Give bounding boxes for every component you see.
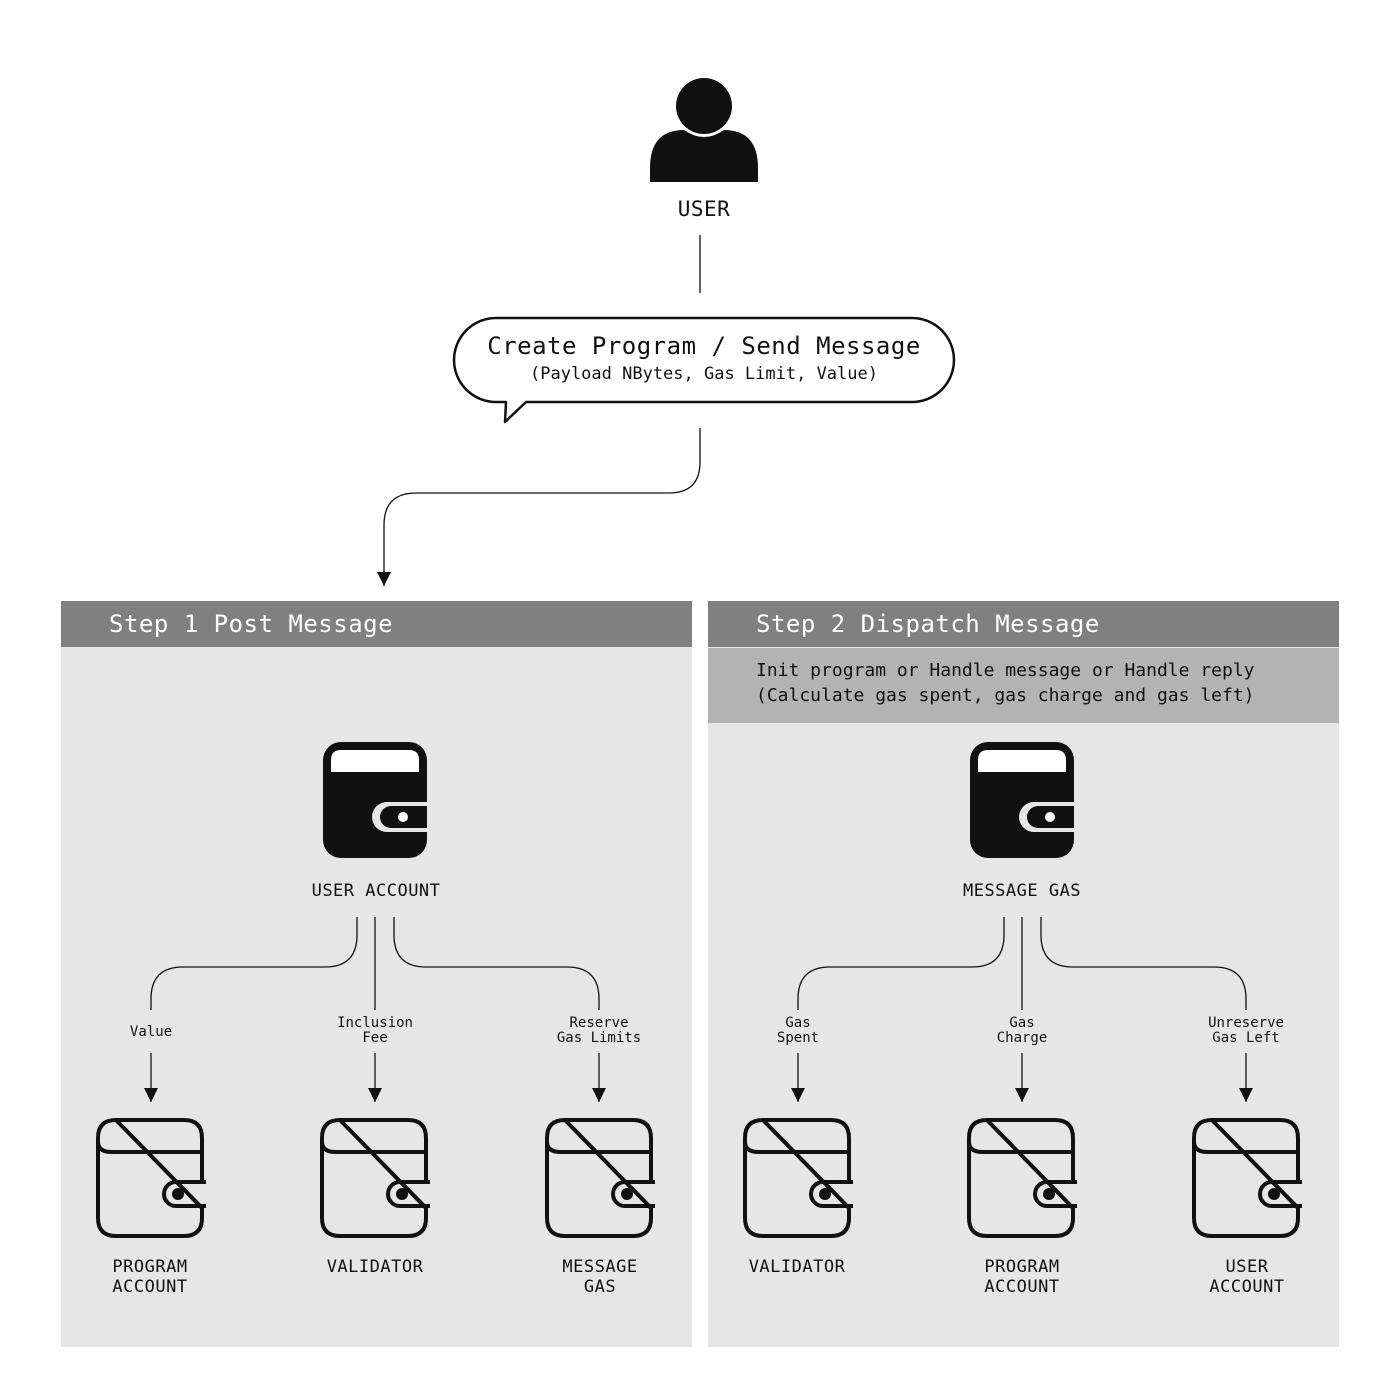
target-label-line: ACCOUNT	[984, 1277, 1060, 1297]
edge-label-text: Value	[129, 1024, 173, 1040]
target-label-line: PROGRAM	[112, 1257, 188, 1277]
edge-label-line: Gas	[785, 1015, 811, 1031]
wallet-outline-icon	[1192, 1118, 1302, 1238]
target-label-line: GAS	[583, 1277, 617, 1297]
edge-label-line: Fee	[362, 1030, 388, 1046]
speech-bubble	[452, 316, 956, 424]
wallet-outline-icon	[96, 1118, 206, 1238]
edge-label-line: Gas	[1009, 1015, 1035, 1031]
bubble-title: Create Program / Send Message	[487, 332, 921, 360]
step2-source-label: MESSAGE GAS	[962, 881, 1082, 901]
bubble-subtitle: (Payload NBytes, Gas Limit, Value)	[530, 364, 878, 384]
target-label-line: VALIDATOR	[326, 1257, 424, 1277]
step1-source-label: USER ACCOUNT	[311, 881, 441, 901]
step2-branch-right	[1040, 917, 1247, 1010]
wallet-filled-icon	[970, 742, 1078, 858]
edge-label-line: Spent	[776, 1030, 820, 1046]
wallet-outline-icon	[320, 1118, 430, 1238]
user-icon	[650, 78, 758, 182]
target-label-line: ACCOUNT	[1209, 1277, 1285, 1297]
edge-label-line: Unreserve	[1208, 1015, 1284, 1031]
edge-label-line: Gas Left	[1212, 1030, 1280, 1046]
wallet-outline-icon	[743, 1118, 853, 1238]
step1-branch-left	[150, 917, 358, 1010]
wallet-outline-icon	[545, 1118, 655, 1238]
step1-header: Step 1 Post Message	[61, 601, 692, 647]
step2-description-line2: (Calculate gas spent, gas charge and gas…	[756, 685, 1255, 706]
step1-panel	[61, 601, 692, 1347]
step2-target-label-1: VALIDATOR	[749, 1257, 846, 1277]
wallet-outline-icon	[967, 1118, 1077, 1238]
wallet-filled-icon	[323, 742, 431, 858]
edge-label-line: Inclusion	[337, 1015, 413, 1031]
step2-panel	[708, 601, 1339, 1347]
step2-branch-left	[797, 917, 1005, 1010]
edge-label-line: Gas Limits	[556, 1030, 642, 1046]
target-label-line: PROGRAM	[984, 1257, 1060, 1277]
target-label-line: VALIDATOR	[748, 1257, 846, 1277]
target-label-line: USER	[1225, 1257, 1269, 1277]
user-label: USER	[677, 197, 731, 221]
step1-branch-right	[393, 917, 600, 1010]
step2-header: Step 2 Dispatch Message	[708, 601, 1339, 647]
step1-edge-label-1: Value	[130, 1025, 172, 1040]
bubble-to-step1-arrow	[377, 428, 701, 586]
edge-label-line: Reserve	[569, 1015, 629, 1031]
target-label-line: MESSAGE	[562, 1257, 638, 1277]
edge-label-line: Charge	[996, 1030, 1048, 1046]
step2-description: Init program or Handle message or Handle…	[708, 648, 1339, 723]
target-label-line: ACCOUNT	[112, 1277, 188, 1297]
step1-target-label-2: VALIDATOR	[327, 1257, 424, 1277]
step2-description-line1: Init program or Handle message or Handle…	[756, 660, 1255, 681]
